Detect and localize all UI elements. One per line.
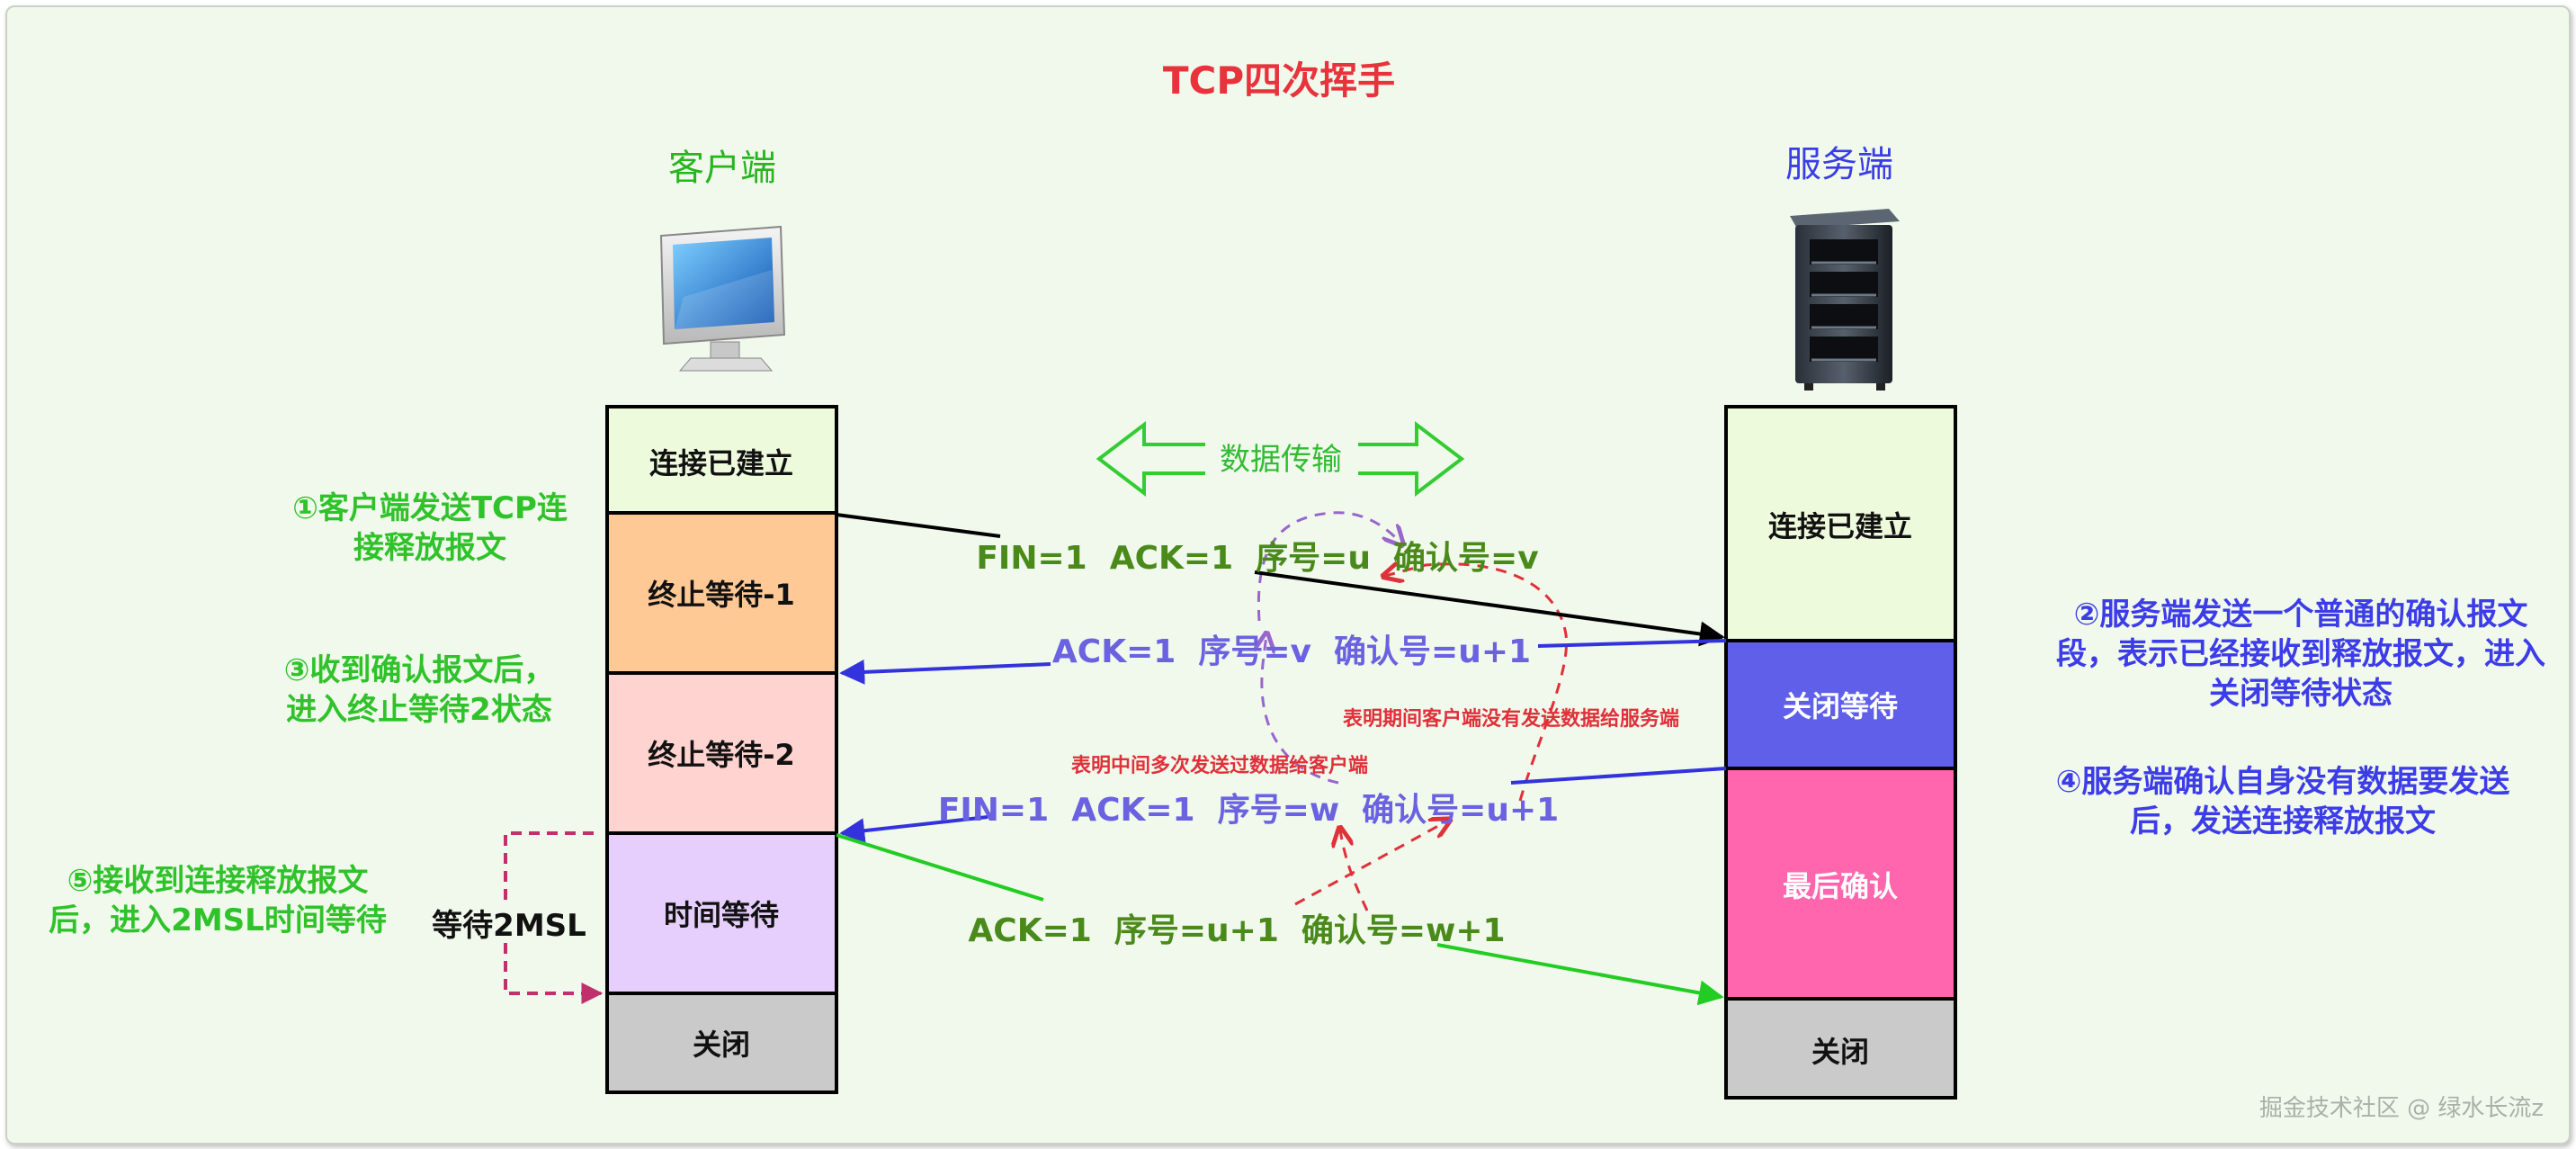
client-label: 客户端	[668, 148, 776, 189]
desktop-monitor-icon	[659, 225, 786, 372]
step2-line-1: ②服务端发送一个普通的确认报文	[2074, 597, 2528, 633]
dashed-arrow-purple-bottom	[1262, 635, 1339, 785]
client-state-closed	[605, 992, 838, 1094]
diagram-title: TCP四次挥手	[1163, 58, 1395, 103]
diagram-panel	[5, 5, 2571, 1145]
ack-arrow-segment-2	[839, 659, 1051, 685]
fin2-arrow-segment-2	[839, 815, 988, 844]
client-state-time-wait	[605, 831, 838, 995]
step2-line-3: 关闭等待状态	[2209, 676, 2393, 712]
step1-line-2: 接释放报文	[353, 530, 506, 566]
final-ack-arrow-segment-2	[1436, 943, 1724, 1006]
note-client-no-data: 表明期间客户端没有发送数据给服务端	[1343, 707, 1679, 731]
message-ack-2: ACK=1 序号=u+1 确认号=w+1	[968, 912, 1505, 949]
message-fin-2: FIN=1 ACK=1 序号=w 确认号=u+1	[938, 792, 1559, 829]
note-server-sent-data: 表明中间多次发送过数据给客户端	[1071, 754, 1368, 777]
dashed-arrow-red-upper	[1294, 821, 1448, 906]
client-state-column: 连接已建立 终止等待-1 终止等待-2 时间等待 关闭	[605, 405, 838, 1094]
client-state-fin-wait-2-label: 终止等待-2	[648, 738, 795, 772]
dashed-arrow-red-lower	[1340, 830, 1369, 911]
step2-line-2: 段，表示已经接收到释放报文，进入	[2056, 636, 2545, 672]
data-transfer-label: 数据传输	[1220, 442, 1342, 478]
server-state-closed	[1724, 997, 1957, 1100]
final-ack-arrow-segment-1	[836, 833, 1044, 902]
message-fin-1: FIN=1 ACK=1 序号=u 确认号=v	[976, 540, 1538, 577]
client-state-established-label: 连接已建立	[649, 446, 793, 480]
server-state-column: 连接已建立 关闭等待 最后确认 关闭	[1724, 405, 1957, 1100]
server-state-closed-label: 关闭	[1811, 1035, 1869, 1069]
server-state-close-wait-label: 关闭等待	[1783, 689, 1898, 723]
step1-line-1: ①客户端发送TCP连	[292, 490, 568, 526]
step5-line-2: 后，进入2MSL时间等待	[49, 902, 387, 938]
server-rack-icon	[1790, 209, 1900, 390]
server-state-last-ack-label: 最后确认	[1783, 869, 1898, 903]
client-state-established	[605, 405, 838, 515]
client-state-fin-wait-1-label: 终止等待-1	[648, 578, 795, 612]
step4-line-1: ④服务端确认自身没有数据要发送	[2056, 764, 2510, 800]
message-ack-1: ACK=1 序号=v 确认号=u+1	[1052, 633, 1531, 670]
client-state-fin-wait-1	[605, 511, 838, 675]
ack-arrow-segment-1	[1537, 639, 1727, 648]
server-state-last-ack	[1724, 767, 1957, 1001]
fin2-arrow-segment-1	[1510, 767, 1727, 785]
server-state-established	[1724, 405, 1957, 642]
fin-arrow-segment-1	[836, 513, 1001, 538]
fin-arrow-segment-2	[1254, 570, 1725, 647]
step3-line-1: ③收到确认报文后，	[284, 652, 555, 688]
wait-2msl-label: 等待2MSL	[432, 908, 586, 944]
server-state-established-label: 连接已建立	[1768, 509, 1912, 543]
dashed-arrow-red-right	[1385, 564, 1568, 802]
step4-line-2: 后，发送连接释放报文	[2130, 803, 2436, 839]
client-state-fin-wait-2	[605, 671, 838, 835]
client-state-time-wait-label: 时间等待	[664, 898, 779, 932]
server-label: 服务端	[1785, 144, 1893, 185]
step5-line-1: ⑤接收到连接释放报文	[67, 863, 369, 899]
client-state-closed-label: 关闭	[693, 1028, 750, 1062]
step3-line-2: 进入终止等待2状态	[286, 692, 552, 728]
data-transfer-double-arrow: 数据传输	[1096, 420, 1465, 498]
watermark: 掘金技术社区 @ 绿水长流z	[2259, 1095, 2544, 1122]
